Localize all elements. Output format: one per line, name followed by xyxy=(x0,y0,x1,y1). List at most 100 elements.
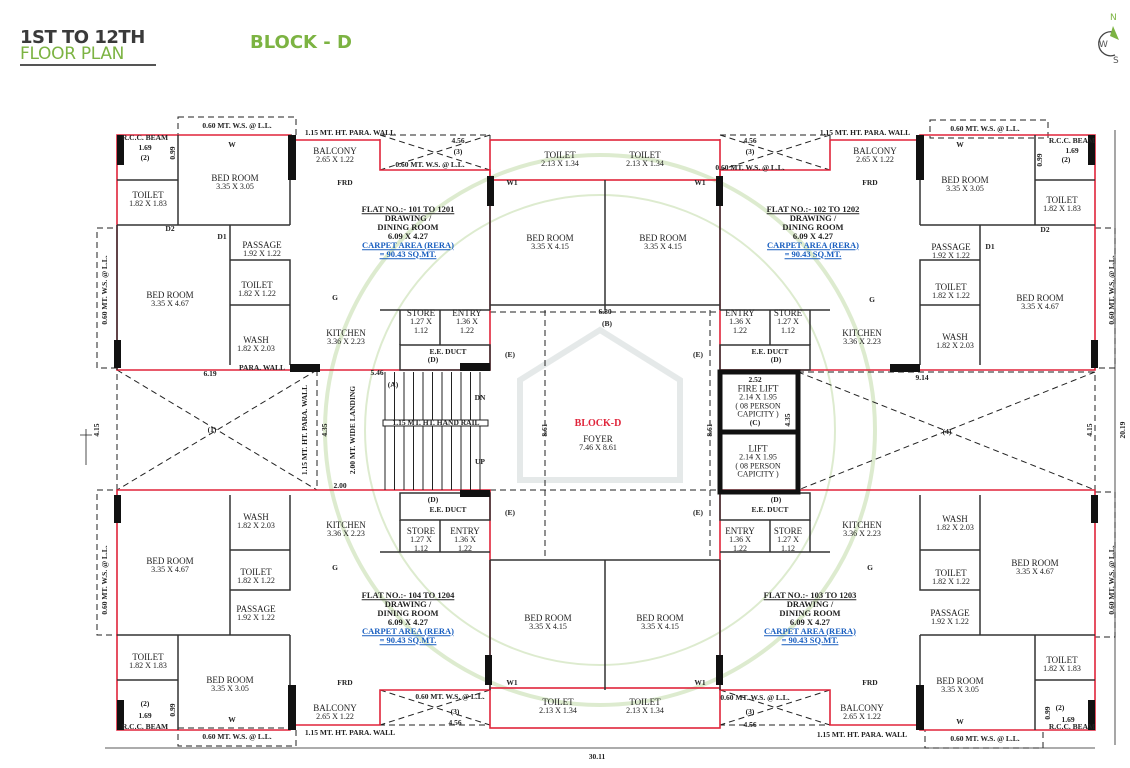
room-size: 7.46 X 8.61 xyxy=(579,443,617,453)
room-name: WASH xyxy=(942,514,968,525)
room-size: 1.36 X 1.22 xyxy=(729,535,751,553)
dimension-label: 4.56 xyxy=(451,136,465,146)
dimension-label: 0.60 MT. W.S. @ L.L. xyxy=(415,692,485,702)
dimension-label: 1.69 xyxy=(1061,715,1075,725)
room-name: TOILET xyxy=(935,568,967,579)
dimension-label: UP xyxy=(475,457,485,467)
room-name: WASH xyxy=(942,332,968,343)
flat-number: FLAT NO.:- 103 TO 1203 xyxy=(763,590,857,601)
dimension-label: (D) xyxy=(770,495,782,505)
dimension-label: 0.60 MT. W.S. @ L.L. xyxy=(100,255,110,325)
room-name: BED ROOM xyxy=(524,613,572,624)
room-size: 2.13 X 1.34 xyxy=(541,159,579,169)
room-size: 1.36 X 1.22 xyxy=(454,535,476,553)
dimension-label: W1 xyxy=(694,178,706,188)
room-name: KITCHEN xyxy=(842,520,882,531)
dimension-label: 6.19 xyxy=(203,369,217,379)
room-name: STORE xyxy=(773,307,803,318)
dimension-label: 0.99 xyxy=(1035,153,1045,167)
room-name: TOILET xyxy=(240,567,272,578)
dimension-label: (D) xyxy=(427,495,439,505)
room-name: TOILET xyxy=(629,150,661,161)
dimension-label: 0.60 MT. W.S. @ L.L. xyxy=(720,693,790,703)
room-size: 1.82 X 2.03 xyxy=(237,344,275,354)
room-name: WASH xyxy=(243,335,269,346)
room-name: BALCONY xyxy=(313,146,357,157)
room-name: BALCONY xyxy=(853,146,897,157)
dimension-label: 0.60 MT. W.S. @ L.L. xyxy=(1107,255,1117,325)
room-size: 1.36 X 1.22 xyxy=(456,317,478,335)
flat-number: FLAT NO.:- 101 TO 1201 xyxy=(361,204,455,215)
room-name: FOYER xyxy=(583,434,613,445)
dimension-label: 1.69 xyxy=(138,143,152,153)
room-size: 1.82 X 1.22 xyxy=(238,289,276,299)
flat-room-size: 6.09 X 4.27 xyxy=(789,617,831,627)
dimension-label: FRD xyxy=(337,678,353,688)
room-size: 3.35 X 4.15 xyxy=(529,622,567,632)
room-size: 1.82 X 1.83 xyxy=(1043,204,1081,214)
room-size: 3.36 X 2.23 xyxy=(327,529,365,539)
plan-title-line2: FLOOR PLAN xyxy=(20,44,125,64)
carpet-area-value: = 90.43 SQ.MT. xyxy=(781,634,839,645)
room-name: STORE xyxy=(406,525,436,536)
room-size: 3.35 X 4.67 xyxy=(1016,567,1054,577)
room-name: BED ROOM xyxy=(206,675,254,686)
dimension-label: 1.69 xyxy=(1065,146,1079,156)
room-size: 3.36 X 2.23 xyxy=(327,337,365,347)
flat-room-name: DRAWING / DINING ROOM xyxy=(377,213,439,233)
dimension-label: (2) xyxy=(140,699,150,709)
dimension-label: G xyxy=(332,563,338,573)
dimension-label: FRD xyxy=(862,178,878,188)
dimension-label: W1 xyxy=(506,178,518,188)
dimension-label: (2) xyxy=(1055,703,1065,713)
dimension-label: (E) xyxy=(505,508,515,518)
dimension-label: R.C.C. BEAM xyxy=(121,133,169,143)
room-size: 1.27 X 1.12 xyxy=(410,317,432,335)
dimension-label: E.E. DUCT xyxy=(751,505,789,515)
room-name: BED ROOM xyxy=(146,556,194,567)
dimension-label: (D) xyxy=(427,355,439,365)
block-title: BLOCK - D xyxy=(250,32,352,53)
dimension-label: 8.61 xyxy=(540,423,550,437)
dimension-label: G xyxy=(867,563,873,573)
room-name: TOILET xyxy=(629,697,661,708)
dimension-label: E.E. DUCT xyxy=(429,347,467,357)
hand-rail xyxy=(382,419,489,427)
dimension-label: 1.15 MT. HT. PARA. WALL xyxy=(304,128,396,138)
compass-west: W xyxy=(1099,40,1108,50)
core-title: BLOCK-D xyxy=(574,417,622,429)
room-size: 1.92 X 1.22 xyxy=(243,249,281,259)
dimension-label: 0.99 xyxy=(168,146,178,160)
room-size: 2.13 X 1.34 xyxy=(626,706,664,716)
dimension-label: FRD xyxy=(862,678,878,688)
dimension-label: PARA. WALL xyxy=(239,363,285,373)
dimension-label: 2.00 xyxy=(333,481,347,491)
room-name: TOILET xyxy=(1046,195,1078,206)
open-cutouts xyxy=(96,116,1116,749)
compass-south: S xyxy=(1113,56,1119,66)
room-size: 3.35 X 3.05 xyxy=(216,182,254,192)
rera-watermark xyxy=(323,153,877,707)
room-size: 3.35 X 4.15 xyxy=(531,242,569,252)
room-name: BALCONY xyxy=(313,703,357,714)
room-size: 1.92 X 1.22 xyxy=(237,613,275,623)
